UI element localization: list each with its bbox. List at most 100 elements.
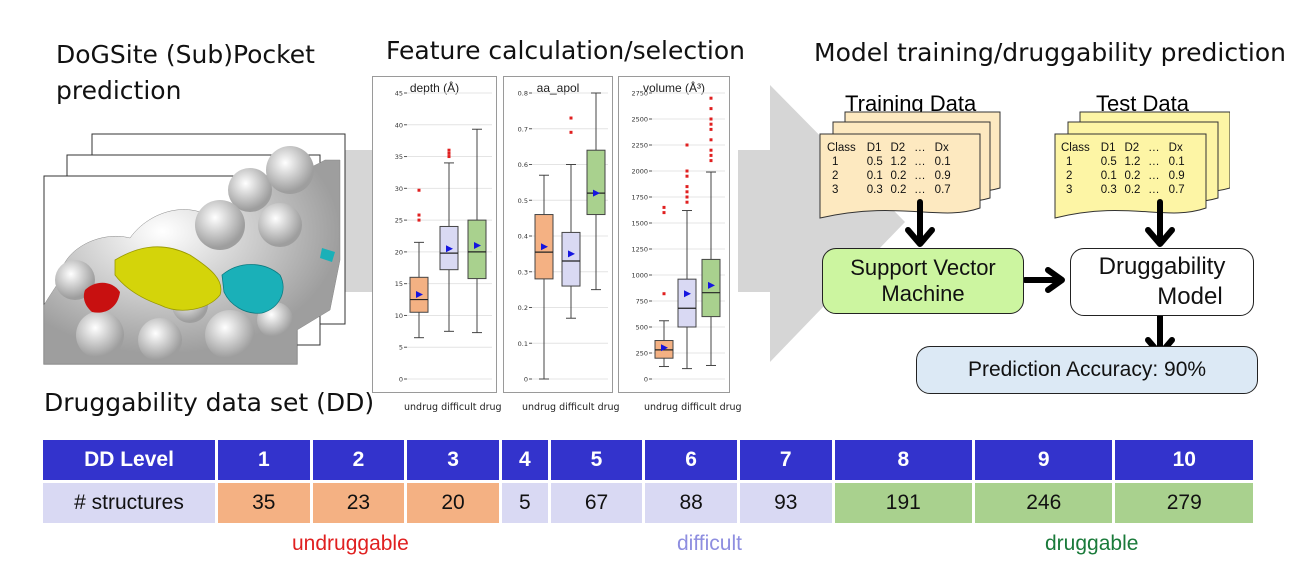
xlabel-undrug: undrug — [404, 402, 439, 413]
outlier-point — [447, 148, 451, 152]
structures-count-cell: 67 — [550, 483, 643, 523]
arrow-test-to-model — [1145, 199, 1175, 247]
cell: Dx — [1168, 142, 1183, 154]
outlier-point — [569, 116, 573, 120]
mean-marker — [568, 250, 575, 258]
plot-title-volume: volume (Å³) — [642, 81, 705, 95]
cell: 0.1 — [1168, 156, 1185, 168]
xlabel-group-depth: undrug difficult drug — [404, 402, 502, 413]
outlier-point — [685, 143, 689, 147]
outlier-point — [709, 138, 713, 142]
xlabel-drug: drug — [719, 402, 742, 413]
cell: 0.3 — [1100, 184, 1117, 196]
mean-marker — [474, 242, 481, 250]
category-difficult: difficult — [677, 532, 742, 555]
xlabel-group-aa-apol: undrug difficult drug — [522, 402, 620, 413]
mean-marker — [593, 189, 600, 197]
y-tick-label: 0 — [399, 376, 403, 384]
box — [561, 231, 581, 287]
cell: 0.7 — [1168, 184, 1185, 196]
y-tick-label: 2250 — [631, 142, 648, 150]
cell: … — [914, 142, 926, 154]
feature-title: Feature calculation/selection — [386, 36, 745, 65]
xlabel-undrug: undrug — [522, 402, 557, 413]
dd-level-header: DD Level — [43, 440, 215, 480]
dataset-title: Druggability data set (DD) — [44, 388, 375, 417]
cell: … — [1148, 156, 1160, 168]
svm-line2: Machine — [881, 281, 965, 306]
cell: 0.1 — [934, 156, 951, 168]
svm-line1: Support Vector — [850, 255, 996, 280]
y-tick-label: 250 — [636, 350, 648, 358]
structures-count-cell: 93 — [739, 483, 832, 523]
dd-level-cell: 7 — [739, 440, 832, 480]
structures-count-cell: 23 — [312, 483, 405, 523]
accuracy-label: Prediction Accuracy: 90% — [967, 358, 1207, 381]
cell: 2 — [832, 170, 839, 182]
mean-marker — [661, 344, 668, 352]
outlier-point — [709, 96, 713, 100]
cell: 0.3 — [866, 184, 883, 196]
y-tick-label: 10 — [395, 312, 403, 320]
plot-title-depth: depth (Å) — [409, 81, 460, 95]
outlier-point — [685, 185, 689, 189]
process-arrows — [905, 199, 1175, 357]
cell: … — [914, 156, 926, 168]
cell: 0.9 — [1168, 170, 1185, 182]
y-tick-label: 1500 — [631, 220, 648, 228]
outlier-point — [685, 200, 689, 204]
category-undruggable: undruggable — [292, 532, 409, 555]
cell: D2 — [1124, 142, 1140, 154]
plot-title-aa-apol: aa_apol — [536, 81, 580, 95]
y-tick-label: 1250 — [631, 246, 648, 254]
outlier-point — [417, 218, 421, 222]
arrow-right — [738, 85, 905, 362]
y-tick-label: 35 — [395, 153, 403, 161]
outlier-point — [709, 127, 713, 131]
y-tick-label: 2750 — [631, 90, 648, 98]
outlier-point — [709, 107, 713, 111]
cell: D1 — [1100, 142, 1116, 154]
cell: … — [1148, 184, 1160, 196]
cell: … — [1148, 170, 1160, 182]
y-tick-label: 2000 — [631, 168, 648, 176]
cell: 0.5 — [1100, 156, 1117, 168]
cell: 0.7 — [934, 184, 951, 196]
cell: Class — [827, 142, 856, 154]
mean-marker — [446, 245, 453, 253]
y-tick-label: 1750 — [631, 194, 648, 202]
test-data-label: Test Data — [1096, 91, 1189, 116]
cell: 3 — [832, 184, 839, 196]
model-line1: Druggability — [1098, 253, 1226, 280]
data-sheets — [819, 111, 1230, 219]
y-tick-label: 500 — [636, 324, 648, 332]
outlier-point — [417, 213, 421, 217]
y-tick-label: 0.8 — [518, 90, 528, 98]
y-tick-label: 0.4 — [518, 233, 528, 241]
outlier-point — [685, 169, 689, 173]
outlier-point — [709, 153, 713, 157]
box — [701, 258, 721, 318]
cell: 0.5 — [866, 156, 883, 168]
xlabel-drug: drug — [479, 402, 502, 413]
y-tick-label: 5 — [399, 344, 403, 352]
xlabel-undrug: undrug — [644, 402, 679, 413]
cell: 0.1 — [866, 170, 883, 182]
cell: 1.2 — [890, 156, 907, 168]
outlier-point — [709, 117, 713, 121]
cell: 1.2 — [1124, 156, 1141, 168]
outlier-point — [709, 159, 713, 163]
dd-level-cell: 2 — [312, 440, 405, 480]
pocket-cyan — [221, 264, 284, 314]
mean-marker — [708, 281, 715, 289]
outlier-point — [447, 151, 451, 155]
cell: 0.2 — [890, 170, 907, 182]
dd-level-cell: 4 — [501, 440, 548, 480]
cell: 2 — [1066, 170, 1073, 182]
category-druggable: druggable — [1045, 532, 1139, 555]
cell: … — [914, 170, 926, 182]
